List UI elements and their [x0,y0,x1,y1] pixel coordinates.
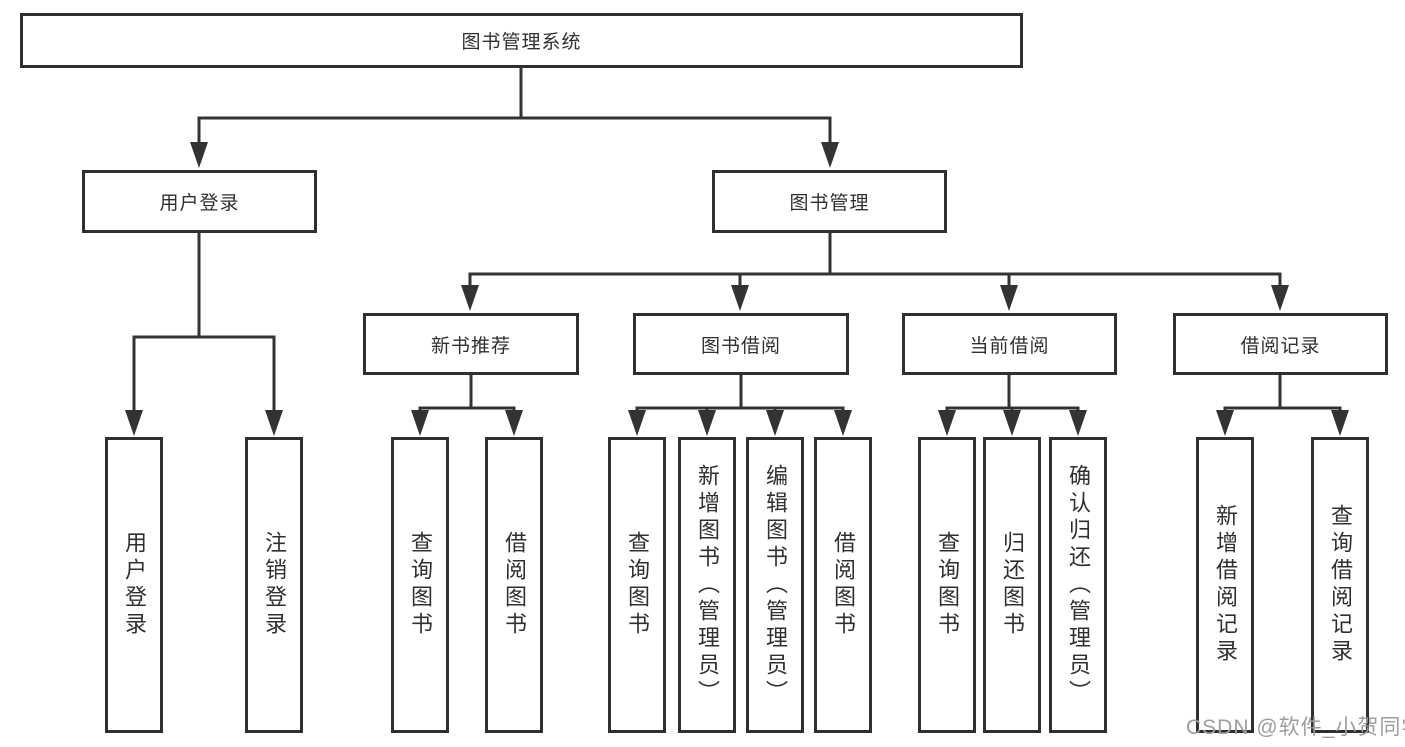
leaf-edit-book-admin: 编辑图书（管理员） [746,437,804,733]
node-book-management: 图书管理 [712,170,947,233]
leaf-return-book: 归还图书 [983,437,1041,733]
leaf-query-borrow-record: 查询借阅记录 [1311,437,1369,733]
leaf-borrow-book: 借阅图书 [814,437,872,733]
leaf-query-book-recommend: 查询图书 [391,437,449,733]
node-current-borrow: 当前借阅 [902,313,1117,375]
leaf-logout: 注销登录 [245,437,303,733]
leaf-query-book-current: 查询图书 [918,437,976,733]
arrowhead-icons [125,142,1349,436]
node-root: 图书管理系统 [20,13,1023,68]
node-borrow-records: 借阅记录 [1173,313,1388,375]
csdn-watermark: CSDN @软件_小贺同学 [1186,716,1405,739]
leaf-borrow-book-recommend: 借阅图书 [485,437,543,733]
leaf-add-book-admin: 新增图书（管理员） [678,437,736,733]
leaf-confirm-return-admin: 确认归还（管理员） [1049,437,1107,733]
node-user-login: 用户登录 [82,170,317,233]
leaf-add-borrow-record: 新增借阅记录 [1196,437,1254,733]
node-new-book-recommend: 新书推荐 [363,313,579,375]
leaf-user-login: 用户登录 [105,437,163,733]
node-book-borrow: 图书借阅 [633,313,849,375]
leaf-query-book-borrow: 查询图书 [608,437,666,733]
